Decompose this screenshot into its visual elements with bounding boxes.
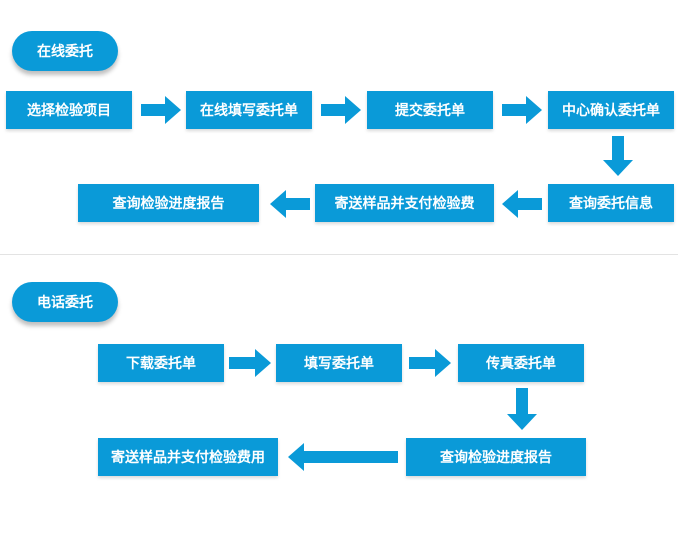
- phone-step-query-report: 查询检验进度报告: [406, 438, 586, 476]
- phone-step-fill-form: 填写委托单: [276, 344, 402, 382]
- section-title-online-label: 在线委托: [37, 44, 93, 60]
- online-step-query-report: 查询检验进度报告: [78, 184, 259, 222]
- section-title-phone: 电话委托: [12, 282, 118, 322]
- arrow-right-icon: [321, 96, 361, 124]
- arrow-down-icon: [603, 136, 633, 176]
- arrow-right-icon: [229, 349, 271, 377]
- arrow-left-icon: [288, 443, 398, 471]
- online-step-label: 查询委托信息: [569, 196, 653, 212]
- arrow-right-icon: [409, 349, 451, 377]
- online-step-select-items: 选择检验项目: [6, 91, 132, 129]
- arrow-right-icon: [502, 96, 542, 124]
- phone-step-download-form: 下载委托单: [98, 344, 224, 382]
- arrow-down-icon: [507, 388, 537, 430]
- arrow-left-icon: [502, 190, 542, 218]
- phone-step-label: 下载委托单: [126, 356, 196, 372]
- phone-step-label: 传真委托单: [486, 356, 556, 372]
- online-step-center-confirm: 中心确认委托单: [548, 91, 674, 129]
- online-step-query-info: 查询委托信息: [548, 184, 674, 222]
- online-step-submit-form: 提交委托单: [367, 91, 493, 129]
- phone-step-send-sample-pay: 寄送样品并支付检验费用: [98, 438, 278, 476]
- phone-step-label: 寄送样品并支付检验费用: [111, 450, 265, 466]
- online-step-fill-form: 在线填写委托单: [186, 91, 312, 129]
- section-title-online: 在线委托: [12, 31, 118, 71]
- phone-step-label: 查询检验进度报告: [440, 450, 552, 466]
- online-step-label: 中心确认委托单: [562, 103, 660, 119]
- online-step-send-sample-pay: 寄送样品并支付检验费: [315, 184, 494, 222]
- online-step-label: 寄送样品并支付检验费: [334, 196, 475, 212]
- phone-step-fax-form: 传真委托单: [458, 344, 584, 382]
- online-step-label: 查询检验进度报告: [112, 196, 225, 212]
- section-divider: [0, 254, 678, 255]
- online-step-label: 在线填写委托单: [200, 103, 298, 119]
- arrow-left-icon: [270, 190, 310, 218]
- section-title-phone-label: 电话委托: [37, 295, 93, 311]
- online-step-label: 选择检验项目: [27, 103, 111, 119]
- phone-step-label: 填写委托单: [304, 356, 374, 372]
- online-step-label: 提交委托单: [395, 103, 465, 119]
- arrow-right-icon: [141, 96, 181, 124]
